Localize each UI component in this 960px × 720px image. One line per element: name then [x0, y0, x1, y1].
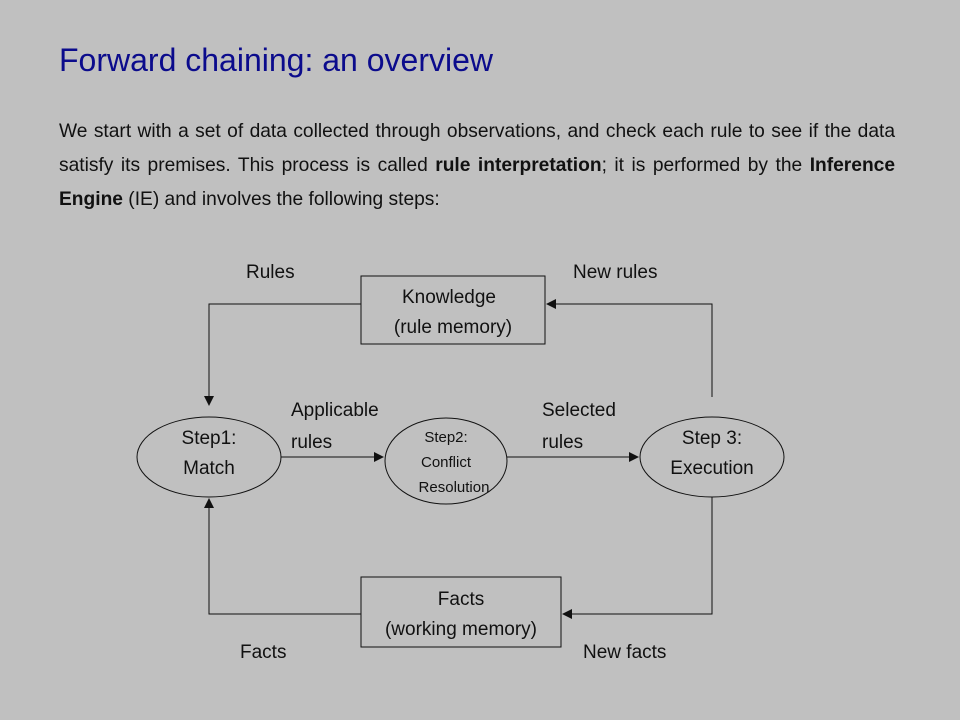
knowledge-box: Knowledge (rule memory) — [360, 275, 546, 345]
new-facts-connector — [562, 497, 713, 619]
slide-title: Forward chaining: an overview — [59, 42, 493, 78]
selected-rules-label: rules — [542, 432, 583, 453]
facts-box-title: Facts — [438, 589, 484, 610]
intro-paragraph: We start with a set of data collected th… — [59, 115, 895, 217]
step2-conflict-resolution-node: Step2: Conflict Resolution — [384, 417, 508, 505]
intro-text-1: We start with a set of data collected th… — [59, 121, 895, 176]
intro-bold-rule-interpretation: rule interpretation — [435, 155, 602, 176]
intro-bold-inference-engine: Inference Engine — [59, 155, 896, 210]
new-rules-label: New rules — [573, 262, 657, 283]
intro-text-3: (IE) and involves the following steps: — [122, 189, 440, 210]
applicable-rules-label: rules — [291, 432, 332, 453]
rules-label: Rules — [246, 262, 295, 283]
step1-label: Step1: — [182, 428, 237, 449]
applicable-label: Applicable — [291, 400, 379, 421]
step3-name: Execution — [670, 458, 753, 479]
facts-label: Facts — [240, 642, 286, 663]
step1-match-node: Step1: Match — [136, 416, 282, 498]
step2-name-line2: Resolution — [419, 479, 490, 496]
knowledge-box-subtitle: (rule memory) — [394, 317, 512, 338]
rules-connector — [204, 303, 361, 406]
step2-label: Step2: — [424, 429, 467, 446]
step3-label: Step 3: — [682, 428, 742, 449]
selected-label: Selected — [542, 400, 616, 421]
step3-execution-node: Step 3: Execution — [639, 416, 785, 498]
new-facts-label: New facts — [583, 642, 666, 663]
knowledge-box-title: Knowledge — [402, 287, 496, 308]
step2-name-line1: Conflict — [421, 454, 472, 471]
facts-box-subtitle: (working memory) — [385, 619, 537, 640]
facts-box: Facts (working memory) — [360, 576, 562, 648]
intro-text-2: ; it is performed by the — [601, 155, 810, 176]
step1-name: Match — [183, 458, 235, 479]
new-rules-connector — [546, 299, 713, 397]
facts-connector — [204, 498, 361, 615]
